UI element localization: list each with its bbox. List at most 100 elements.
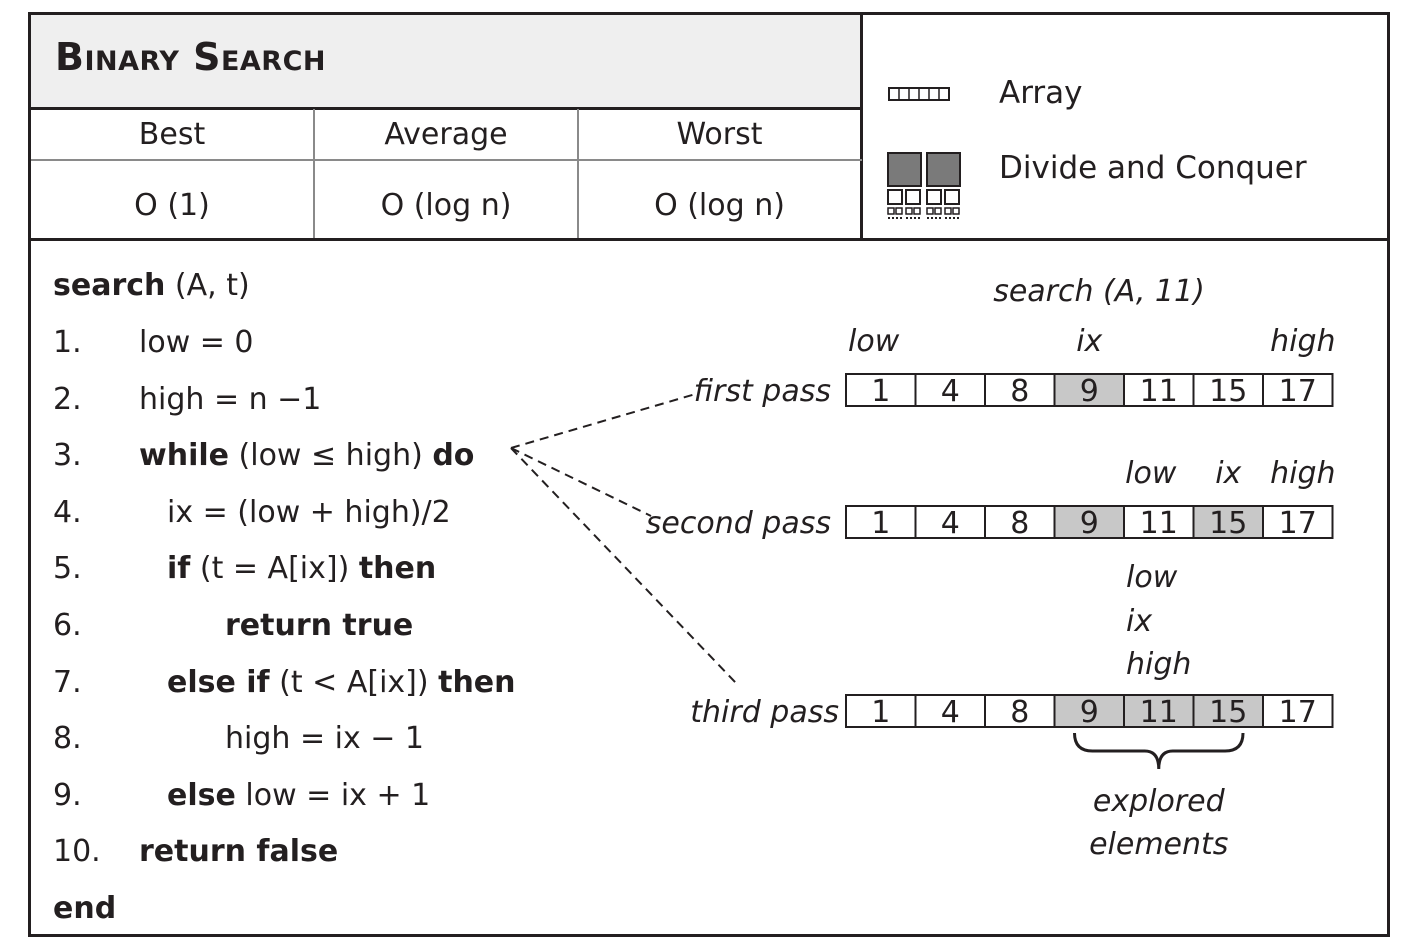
pointer-label-high: high xyxy=(1270,456,1335,491)
array-cell xyxy=(984,694,1056,728)
code-line: ix = (low + high)/2 xyxy=(167,495,451,530)
code-line: while (low ≤ high) do xyxy=(139,438,474,473)
array-cell xyxy=(845,694,917,728)
array-icon xyxy=(888,87,950,101)
table-col-divider xyxy=(577,109,579,240)
code-keyword: while xyxy=(139,438,229,474)
array-cell-value: 9 xyxy=(1080,695,1099,730)
code-line: else low = ix + 1 xyxy=(167,778,430,813)
code-line-number: 6. xyxy=(53,608,82,643)
code-footer: end xyxy=(53,891,117,926)
pointer-label-high: high xyxy=(1126,647,1191,682)
array-cell-value: 11 xyxy=(1140,506,1178,541)
pointer-label-high: high xyxy=(1270,324,1335,359)
code-header-args: (A, t) xyxy=(165,268,250,303)
binary-search-card: Binary Search Best Average Worst O (1) O… xyxy=(28,12,1390,937)
code-line-number: 7. xyxy=(53,664,82,700)
code-line-number: 8. xyxy=(53,721,82,757)
table-row-divider xyxy=(31,159,862,161)
divide-and-conquer-icon xyxy=(887,152,961,219)
code-keyword: do xyxy=(432,438,475,474)
title-underline xyxy=(31,107,862,110)
explored-label-line2: elements xyxy=(1089,827,1228,862)
code-header: search (A, t) xyxy=(53,268,250,303)
pointer-label-ix: ix xyxy=(1076,324,1102,359)
array-cell-value: 17 xyxy=(1279,374,1317,409)
average-value: O (log n) xyxy=(380,188,512,223)
code-text: high = ix − 1 xyxy=(225,721,424,757)
table-col-divider xyxy=(313,109,315,240)
code-keyword: else if xyxy=(167,664,270,700)
array-cell-value: 15 xyxy=(1209,374,1247,409)
pass-label: third pass xyxy=(690,695,839,730)
legend-divide-conquer-label: Divide and Conquer xyxy=(999,150,1307,186)
legend-array-label: Array xyxy=(999,75,1083,111)
pass-label: second pass xyxy=(646,506,831,541)
code-line: high = ix − 1 xyxy=(225,721,424,756)
code-line: return false xyxy=(139,834,338,869)
array-cell xyxy=(1262,373,1334,407)
code-line-number: 2. xyxy=(53,381,82,417)
array-cell xyxy=(1192,505,1264,539)
array-cell-value: 4 xyxy=(941,506,960,541)
pointer-label-low: low xyxy=(1125,456,1177,491)
code-text: high = n −1 xyxy=(139,381,322,417)
array-cell-value: 17 xyxy=(1279,695,1317,730)
page-title: Binary Search xyxy=(55,35,327,79)
connector-line-second-pass xyxy=(510,447,652,517)
code-keyword: then xyxy=(438,664,516,700)
code-line: low = 0 xyxy=(139,325,254,360)
code-keyword: return false xyxy=(139,834,339,870)
pass-label: first pass xyxy=(694,374,831,409)
title-band xyxy=(31,15,862,109)
array-cell-value: 15 xyxy=(1209,506,1247,541)
code-line-number: 4. xyxy=(53,494,82,530)
code-line-number: 9. xyxy=(53,777,82,813)
connector-line-third-pass xyxy=(510,447,737,684)
array-cell-value: 9 xyxy=(1080,506,1099,541)
code-text: (t < A[ix]) xyxy=(269,664,439,700)
code-line-number: 3. xyxy=(53,438,82,474)
code-line: if (t = A[ix]) then xyxy=(167,551,436,586)
array-cell xyxy=(914,373,986,407)
array-cell-value: 17 xyxy=(1279,506,1317,541)
code-text: (low ≤ high) xyxy=(229,438,433,474)
array-cell xyxy=(1262,505,1334,539)
array-cell-value: 1 xyxy=(871,695,890,730)
array-cell-value: 4 xyxy=(941,695,960,730)
code-text: low = ix + 1 xyxy=(235,777,431,813)
array-cell xyxy=(1262,694,1334,728)
worst-header: Worst xyxy=(676,117,763,152)
worst-value: O (log n) xyxy=(654,188,785,223)
array-cell xyxy=(845,373,917,407)
array-cell-value: 4 xyxy=(941,374,960,409)
best-value: O (1) xyxy=(134,188,210,223)
code-line-number: 5. xyxy=(53,551,82,587)
explored-brace xyxy=(1073,732,1245,770)
section-divider xyxy=(31,238,1387,241)
code-line: high = n −1 xyxy=(139,382,321,417)
array-cell xyxy=(1192,694,1264,728)
code-keyword: return true xyxy=(225,608,414,643)
array-cell xyxy=(914,694,986,728)
array-cell-value: 8 xyxy=(1010,374,1029,409)
code-line: else if (t < A[ix]) then xyxy=(167,665,516,700)
explored-label-line1: explored xyxy=(1093,784,1226,819)
array-cell xyxy=(1053,505,1125,539)
search-call-label: search (A, 11) xyxy=(993,274,1205,309)
header-divider xyxy=(860,15,863,240)
array-cell-value: 11 xyxy=(1140,374,1178,409)
array-cell-value: 9 xyxy=(1080,374,1099,409)
pointer-label-low: low xyxy=(1126,560,1178,595)
code-text: (t = A[ix]) xyxy=(190,551,359,587)
code-header-keyword: search xyxy=(53,268,166,303)
array-cell-value: 8 xyxy=(1010,506,1029,541)
array-cell-value: 15 xyxy=(1209,695,1247,730)
pointer-label-ix: ix xyxy=(1126,604,1152,639)
best-header: Best xyxy=(138,117,206,152)
array-cell-value: 8 xyxy=(1010,695,1029,730)
array-cell-value: 1 xyxy=(871,506,890,541)
array-cell-value: 1 xyxy=(871,374,890,409)
code-keyword: then xyxy=(358,551,437,587)
